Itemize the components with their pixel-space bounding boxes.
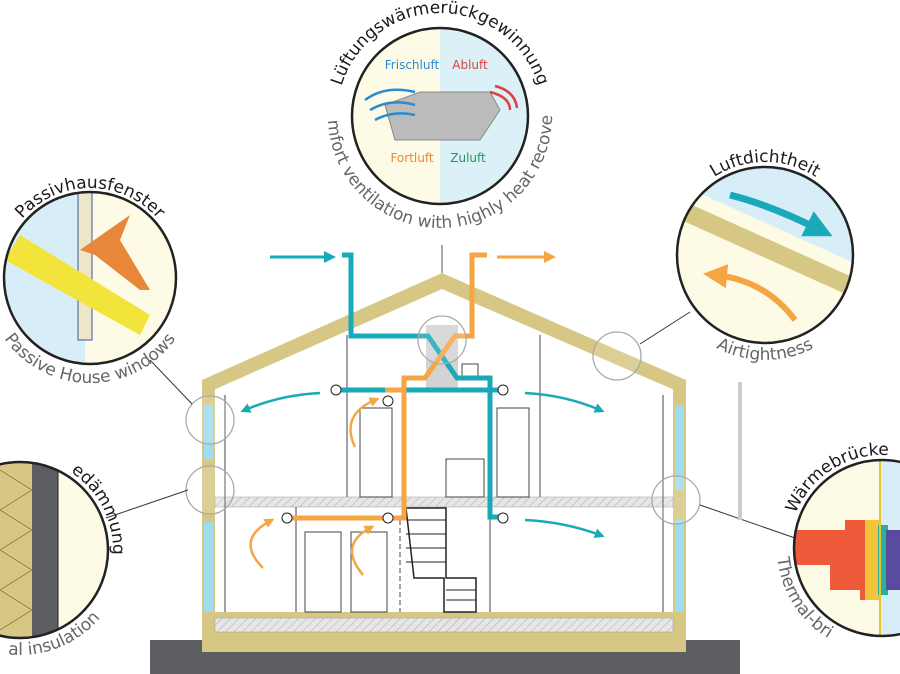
airflow-blocked-arrow — [703, 264, 798, 322]
exhaust-air-label: Fortluft — [390, 151, 433, 165]
extract-air-label: Abluft — [452, 58, 488, 72]
sun-ray-icon — [5, 235, 150, 335]
insulation-detail: edämmung al insulation — [0, 460, 128, 660]
supply-air-label: Zuluft — [450, 151, 486, 165]
house-section — [202, 245, 686, 652]
windows-detail: Passivhausfenster Passive House windows — [0, 173, 180, 388]
thermal-bridge-detail: Wärmebrücke Thermal-bri — [772, 440, 900, 643]
fresh-air-label: Frischluft — [385, 58, 440, 72]
exhaust-duct — [290, 252, 487, 521]
heat-exchanger-icon — [384, 91, 501, 141]
leader-lines — [105, 311, 796, 539]
ventilation-ducts — [240, 251, 605, 576]
vents — [281, 384, 509, 524]
airflow-blocked-arrow — [729, 191, 833, 237]
airtightness-detail: Luftdichtheit Airtightness — [675, 147, 855, 365]
floor-slab — [214, 496, 674, 508]
heat-flow-visual — [795, 520, 880, 600]
detail-markers — [185, 315, 701, 525]
heat-arrow-icon — [80, 215, 150, 290]
